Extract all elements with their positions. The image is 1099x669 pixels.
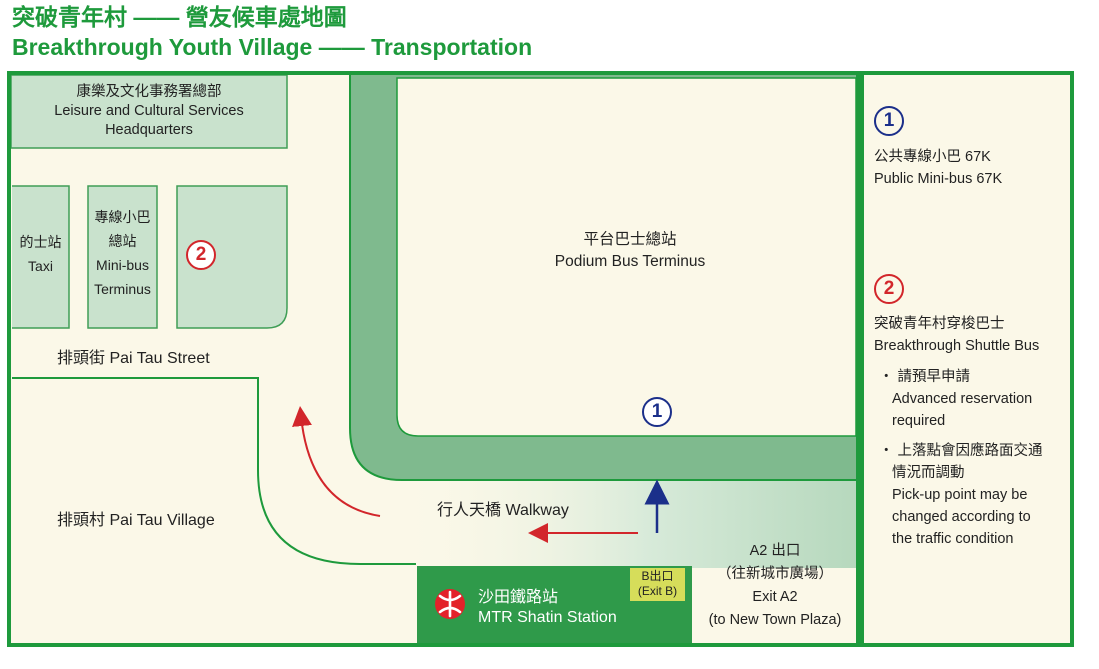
- walkway-label: 行人天橋 Walkway: [437, 502, 569, 519]
- pai-tau-village-label: 排頭村 Pai Tau Village: [57, 512, 215, 529]
- exit-b-label-en: (Exit B): [637, 584, 678, 598]
- lcsd-label-en-2: Headquarters: [105, 122, 193, 138]
- taxi-stand-block: [12, 185, 70, 329]
- exit-a2-en-1: Exit A2: [752, 589, 798, 605]
- legend-item-2-en: Breakthrough Shuttle Bus: [874, 338, 1040, 354]
- legend-frame: [860, 71, 1074, 647]
- pai-tau-street-label: 排頭街 Pai Tau Street: [57, 350, 210, 367]
- podium-label-zh: 平台巴士總站: [583, 231, 677, 248]
- legend-note-2: ‧ 上落點會因應路面交通 情況而調動 Pick-up point may be …: [879, 440, 1043, 550]
- legend-note-1-en-1: Advanced reservation: [892, 391, 1033, 407]
- lcsd-label-zh: 康樂及文化事務署總部: [76, 84, 222, 100]
- shuttle-block: [176, 185, 288, 329]
- route-arrow-curved: [292, 406, 381, 517]
- minibus-marker: 1: [642, 397, 672, 427]
- minibus-terminus-block: [87, 185, 158, 329]
- legend-note-2-en-2: changed according to: [892, 509, 1031, 525]
- lcsd-building: [10, 74, 288, 149]
- exit-a2-zh-1: A2 出口: [749, 543, 801, 559]
- minibus-terminus-label: 專線小巴 總站 Mini-bus Terminus: [88, 205, 157, 301]
- exit-a2-zh-2: （往新城市廣場）: [717, 566, 833, 582]
- lcsd-label: 康樂及文化事務署總部 Leisure and Cultural Services…: [11, 83, 287, 140]
- legend-item-2: 突破青年村穿梭巴士 Breakthrough Shuttle Bus: [874, 313, 1039, 357]
- legend-note-1-en-2: required: [892, 413, 946, 429]
- walkway-area: [395, 478, 858, 568]
- exit-b-box: [630, 568, 685, 601]
- exit-b-label-zh: B出口: [641, 569, 674, 583]
- podium-terminus-area: [396, 77, 857, 437]
- legend-item-1: 公共專線小巴 67K Public Mini-bus 67K: [874, 146, 1002, 190]
- lcsd-label-en-1: Leisure and Cultural Services: [54, 103, 244, 119]
- exit-b-label: B出口 (Exit B): [630, 569, 685, 599]
- station-label-zh: 沙田鐵路站: [478, 589, 559, 606]
- legend-note-2-zh-2: 情況而調動: [892, 465, 965, 481]
- legend-item-1-zh: 公共專線小巴 67K: [874, 149, 991, 165]
- station-label-en: MTR Shatin Station: [478, 609, 617, 626]
- legend-item-2-zh: 突破青年村穿梭巴士: [874, 316, 1005, 332]
- legend-note-2-zh-1: ‧ 上落點會因應路面交通: [879, 443, 1043, 459]
- title-chinese: 突破青年村 —— 營友候車處地圖: [12, 4, 347, 30]
- exit-a2-label: A2 出口 （往新城市廣場） Exit A2 (to New Town Plaz…: [692, 540, 858, 632]
- shuttle-marker: 2: [186, 240, 216, 270]
- taxi-label-en: Taxi: [28, 258, 53, 274]
- legend-item-1-en: Public Mini-bus 67K: [874, 171, 1003, 187]
- station-label: 沙田鐵路站 MTR Shatin Station: [478, 588, 617, 628]
- exit-a2-en-2: (to New Town Plaza): [708, 612, 842, 628]
- legend-marker-1: 1: [874, 106, 904, 136]
- podium-label-en: Podium Bus Terminus: [554, 253, 706, 270]
- map-frame: [7, 71, 860, 647]
- legend-note-1: ‧ 請預早申請 Advanced reservation required: [879, 366, 1032, 432]
- legend-note-2-en-1: Pick-up point may be: [892, 487, 1028, 503]
- legend-marker-2: 2: [874, 274, 904, 304]
- taxi-label-zh: 的士站: [19, 234, 62, 250]
- minibus-terminus-zh-2: 總站: [108, 233, 137, 249]
- podium-label: 平台巴士總站 Podium Bus Terminus: [525, 229, 735, 273]
- title-english: Breakthrough Youth Village —— Transporta…: [12, 34, 533, 60]
- legend-note-1-zh: ‧ 請預早申請: [879, 369, 971, 385]
- taxi-label: 的士站 Taxi: [12, 230, 69, 278]
- legend-note-2-en-3: the traffic condition: [892, 531, 1014, 547]
- minibus-terminus-zh-1: 專線小巴: [94, 209, 151, 225]
- village-boundary: [12, 377, 416, 565]
- podium-road-edge: [349, 75, 858, 481]
- minibus-terminus-en-1: Mini-bus: [96, 257, 149, 273]
- minibus-terminus-en-2: Terminus: [94, 281, 151, 297]
